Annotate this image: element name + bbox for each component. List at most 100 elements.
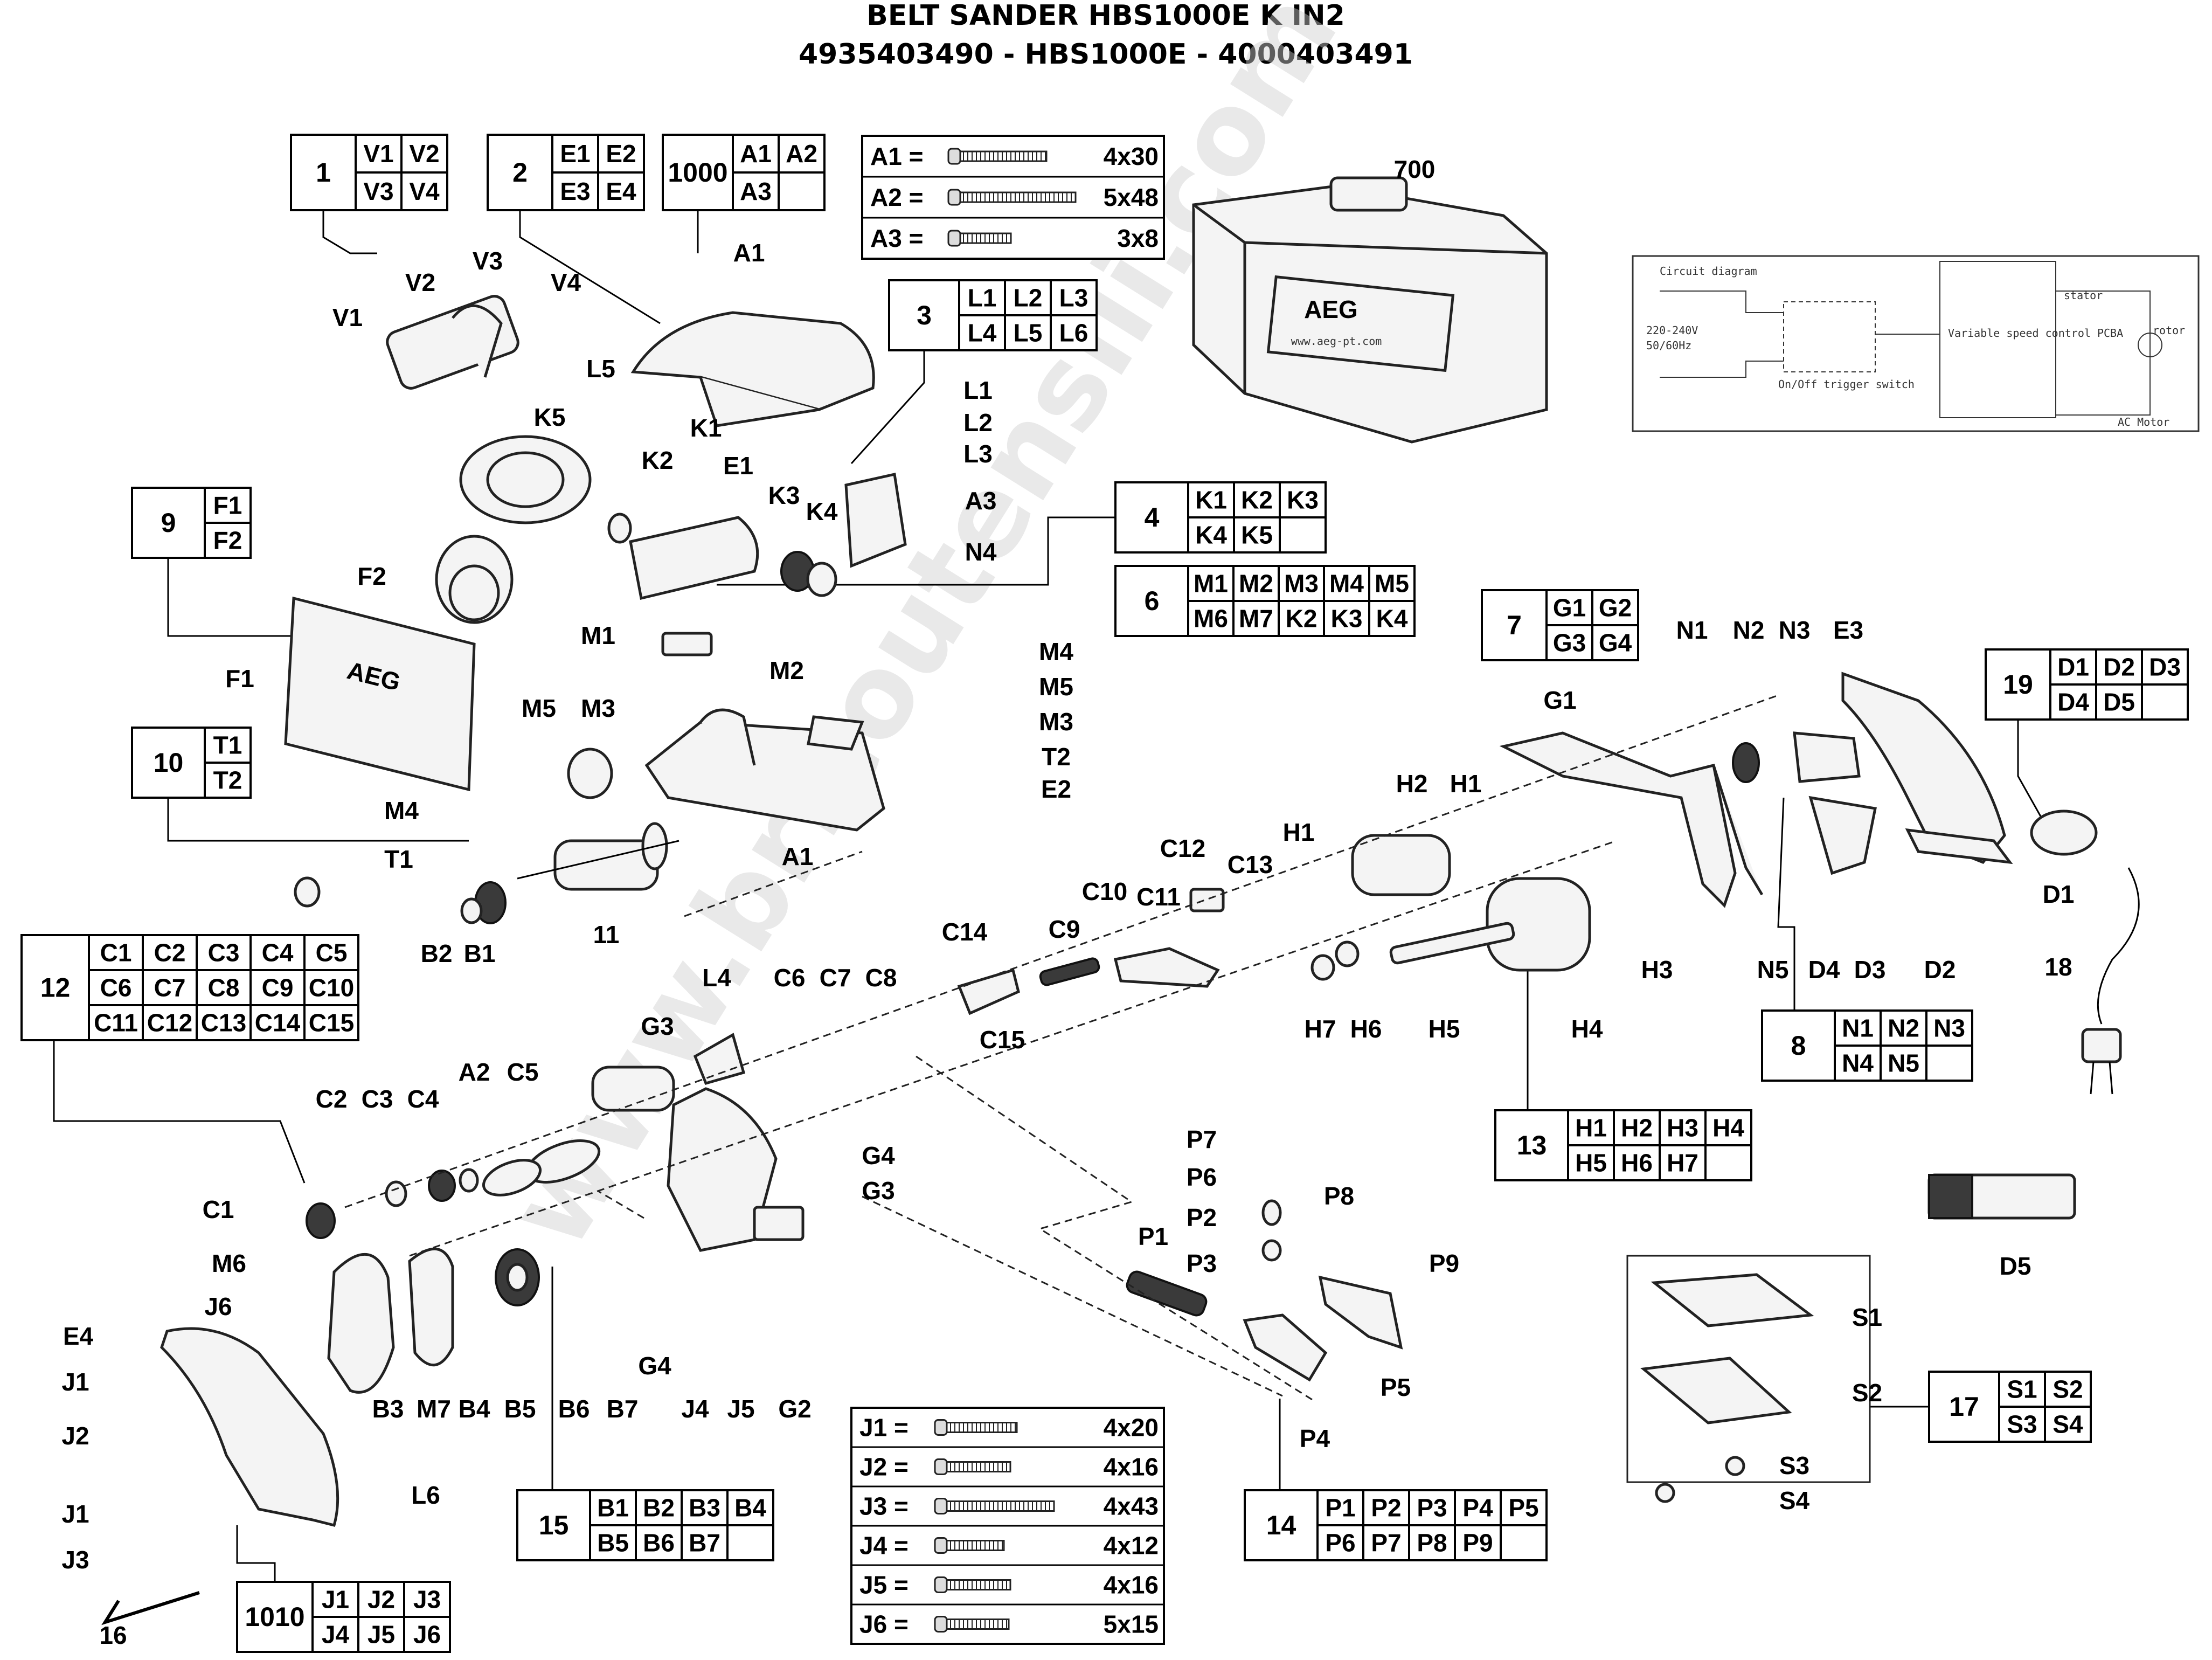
- label-N1: N1: [1676, 616, 1708, 644]
- kit-cell-code: S1: [2007, 1375, 2037, 1403]
- kit-cell-code: H7: [1667, 1149, 1698, 1177]
- kit-number: 1: [316, 157, 331, 188]
- kit-number-cell: [888, 279, 960, 351]
- label-G3-top: G3: [641, 1012, 674, 1040]
- screw-head-icon: [934, 1616, 948, 1633]
- label-K3: K3: [768, 481, 800, 509]
- label-K1: K1: [690, 414, 722, 442]
- kit-cell: [2141, 648, 2189, 686]
- kit-number: 1010: [245, 1602, 304, 1632]
- front-knob-c1: [306, 1168, 479, 1239]
- label-P1: P1: [1138, 1222, 1168, 1250]
- label-C4: C4: [407, 1085, 439, 1113]
- label-T2: T2: [1042, 743, 1071, 771]
- kit-cell: [196, 1004, 252, 1041]
- label-C15: C15: [980, 1026, 1025, 1054]
- label-C14: C14: [942, 918, 988, 946]
- label-L6: L6: [411, 1481, 440, 1509]
- label-D3: D3: [1854, 956, 1886, 984]
- spring-p1: [1126, 1270, 1208, 1317]
- drive-belt-m7: [408, 1247, 454, 1367]
- kit-cell: [303, 969, 359, 1006]
- circuit-frequency: 50/60Hz: [1646, 339, 1691, 352]
- label-M2: M2: [769, 656, 804, 684]
- power-cord-18: [2081, 867, 2140, 1095]
- label-P3: P3: [1187, 1249, 1217, 1277]
- kit-number-cell: [1761, 1009, 1836, 1082]
- kit-number: 4: [1145, 502, 1160, 532]
- kit-cell: [681, 1524, 729, 1561]
- kit-cell: [958, 279, 1006, 316]
- kit-cell-code: B2: [643, 1494, 675, 1522]
- screw-shank-icon: [946, 1422, 1018, 1433]
- label-G3-right: G3: [862, 1177, 894, 1205]
- kit-cell-code: G1: [1553, 594, 1586, 622]
- kit-cell: [726, 1524, 774, 1561]
- kit-cell-code: P6: [1325, 1529, 1355, 1557]
- kit-cell: [303, 1004, 359, 1041]
- kit-cell-code: H3: [1667, 1114, 1698, 1142]
- rear-handle-e3: [1732, 672, 2013, 875]
- kit-cell: [1050, 279, 1098, 316]
- kit-cell-code: C4: [262, 939, 294, 967]
- kit-cell: [2049, 648, 2097, 686]
- label-11: 11: [593, 921, 620, 949]
- kit-cell-code: M2: [1239, 570, 1273, 598]
- kit-cell-code: S4: [2052, 1410, 2083, 1438]
- case-url: www.aeg-pt.com: [1291, 335, 1382, 348]
- kit-cell: [1368, 600, 1416, 637]
- roller-h2: [1351, 834, 1451, 896]
- screw-shank-icon: [946, 1500, 1055, 1512]
- kit-cell-code: M7: [1239, 605, 1273, 633]
- kit-number: 10: [154, 748, 184, 778]
- kit-cell-code: P3: [1417, 1494, 1447, 1522]
- label-J2: J2: [61, 1422, 89, 1450]
- label-B3: B3: [372, 1395, 404, 1423]
- circuit-title: Circuit diagram: [1660, 265, 1757, 278]
- label-C8: C8: [865, 964, 897, 992]
- filter-f2: [435, 535, 514, 624]
- kit-number: 8: [1791, 1030, 1806, 1061]
- screw-size: 4x16: [1104, 1571, 1159, 1599]
- label-C3: C3: [362, 1085, 393, 1113]
- screw-code: J1 =: [859, 1414, 909, 1442]
- cord-protector-d1: [2030, 810, 2098, 856]
- kit-cell-code: H5: [1575, 1149, 1607, 1177]
- kit-cell-code: J3: [413, 1586, 441, 1614]
- label-H5: H5: [1429, 1015, 1460, 1043]
- kit-number: 7: [1507, 610, 1522, 640]
- kit-cell: [1408, 1524, 1456, 1561]
- kit-number-cell: [1481, 589, 1548, 661]
- label-L3: L3: [963, 440, 993, 468]
- kit-number: 14: [1266, 1510, 1296, 1540]
- kit-cell-code: P1: [1325, 1494, 1355, 1522]
- front-frame-g1: [1499, 731, 1764, 908]
- kit-cell-code: C15: [309, 1009, 354, 1037]
- label-M1: M1: [581, 621, 615, 649]
- kit-cell-code: N4: [1842, 1049, 1874, 1077]
- kit-number-cell: [20, 934, 90, 1041]
- circuit-motor-label: AC Motor: [2118, 416, 2169, 428]
- kit-cell-code: B5: [597, 1529, 629, 1557]
- screw-shank-icon: [946, 1540, 1005, 1551]
- label-N3: N3: [1779, 616, 1811, 644]
- label-J6: J6: [204, 1292, 232, 1320]
- case-logo: AEG: [1304, 295, 1358, 323]
- label-C2: C2: [316, 1085, 348, 1113]
- screw-shank-icon: [946, 1618, 1010, 1630]
- kit-cell: [1925, 1009, 1973, 1047]
- kit-cell-code: L2: [1014, 284, 1043, 312]
- kit-cell-code: B4: [734, 1494, 766, 1522]
- kit-cell: [1187, 600, 1235, 637]
- kit-cell-code: J4: [322, 1621, 350, 1649]
- screw-code: J6 =: [859, 1610, 909, 1638]
- label-V1: V1: [332, 303, 363, 331]
